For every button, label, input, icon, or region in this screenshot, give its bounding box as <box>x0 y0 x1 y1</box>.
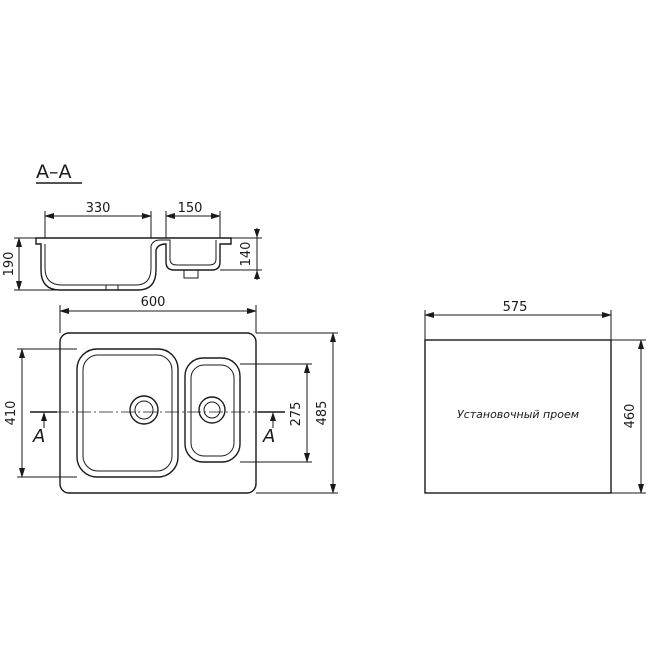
dim-275-label: 275 <box>289 402 304 427</box>
right-bowl-outer <box>184 357 241 463</box>
section-title: A–A <box>36 161 72 183</box>
dim-140-arrow-bottom <box>254 270 260 279</box>
dim-410-label: 410 <box>4 401 19 426</box>
cutout-label: Установочный проем <box>457 408 579 421</box>
dim-575-label: 575 <box>503 300 528 315</box>
cut-label-right: A <box>262 426 275 447</box>
left-drain-inner <box>134 400 154 420</box>
plan-view: A A 600 410 275 485 <box>4 295 338 494</box>
dim-190-label: 190 <box>2 252 17 277</box>
left-bowl-outer <box>76 348 179 478</box>
right-drain-outer <box>198 396 226 424</box>
dim-600-label: 600 <box>141 295 166 310</box>
right-bowl-inner <box>190 364 235 457</box>
section-view: A–A 330 150 190 140 <box>2 161 262 291</box>
dim-140-label: 140 <box>239 242 254 267</box>
dim-460-label: 460 <box>623 404 638 429</box>
section-drain-stub <box>183 269 199 279</box>
section-profile-inner <box>44 239 217 286</box>
cutout-rect <box>424 339 612 494</box>
left-bowl-inner <box>82 354 173 472</box>
dim-150-label: 150 <box>178 201 203 216</box>
cut-label-left: A <box>32 426 45 447</box>
right-drain-inner <box>203 401 221 419</box>
section-profile-outer <box>35 237 232 291</box>
dim-140-arrow-top <box>254 229 260 238</box>
dim-330-label: 330 <box>86 201 111 216</box>
cutout-view: Установочный проем 575 460 <box>424 300 646 494</box>
cut-arrow-left-head <box>41 412 47 421</box>
cut-arrow-right-head <box>270 412 276 421</box>
left-drain-outer <box>129 395 159 425</box>
dim-485-label: 485 <box>315 401 330 426</box>
sink-outer-rim <box>59 332 257 494</box>
